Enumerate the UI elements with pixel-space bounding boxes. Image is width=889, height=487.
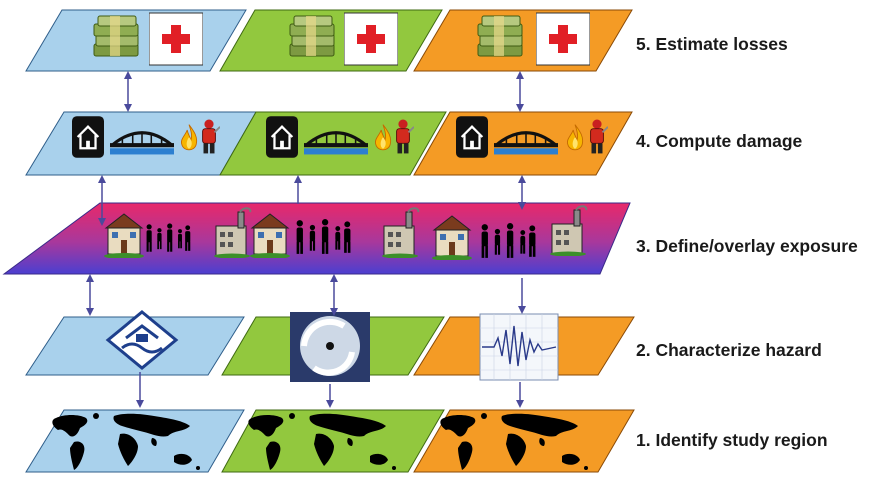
house-icon (72, 116, 104, 158)
house-icon (456, 116, 488, 158)
hurricane-icon (290, 312, 370, 382)
money-stack-icon (477, 15, 523, 57)
row-define-exposure (2, 202, 631, 275)
panel-exposure (2, 202, 631, 275)
red-cross-icon (149, 12, 203, 66)
step-label-characterize-hazard: 2. Characterize hazard (636, 340, 822, 360)
connector-arrows (86, 71, 526, 408)
red-cross-icon (344, 12, 398, 66)
row-compute-damage (25, 111, 633, 176)
row-characterize-hazard (25, 310, 635, 382)
step-label-identify-region: 1. Identify study region (636, 430, 828, 450)
red-cross-icon (536, 12, 590, 66)
step-label-estimate-losses: 5. Estimate losses (636, 34, 788, 54)
seismogram-icon (479, 313, 559, 381)
step-label-define-exposure: 3. Define/overlay exposure (636, 236, 858, 256)
house-icon (266, 116, 298, 158)
money-stack-icon (289, 15, 335, 57)
row-estimate-losses (25, 9, 633, 72)
step-label-compute-damage: 4. Compute damage (636, 131, 803, 151)
flood-icon (105, 310, 179, 370)
panel-losses-orange (413, 9, 633, 72)
row-identify-region (25, 409, 635, 473)
money-stack-icon (93, 15, 139, 57)
